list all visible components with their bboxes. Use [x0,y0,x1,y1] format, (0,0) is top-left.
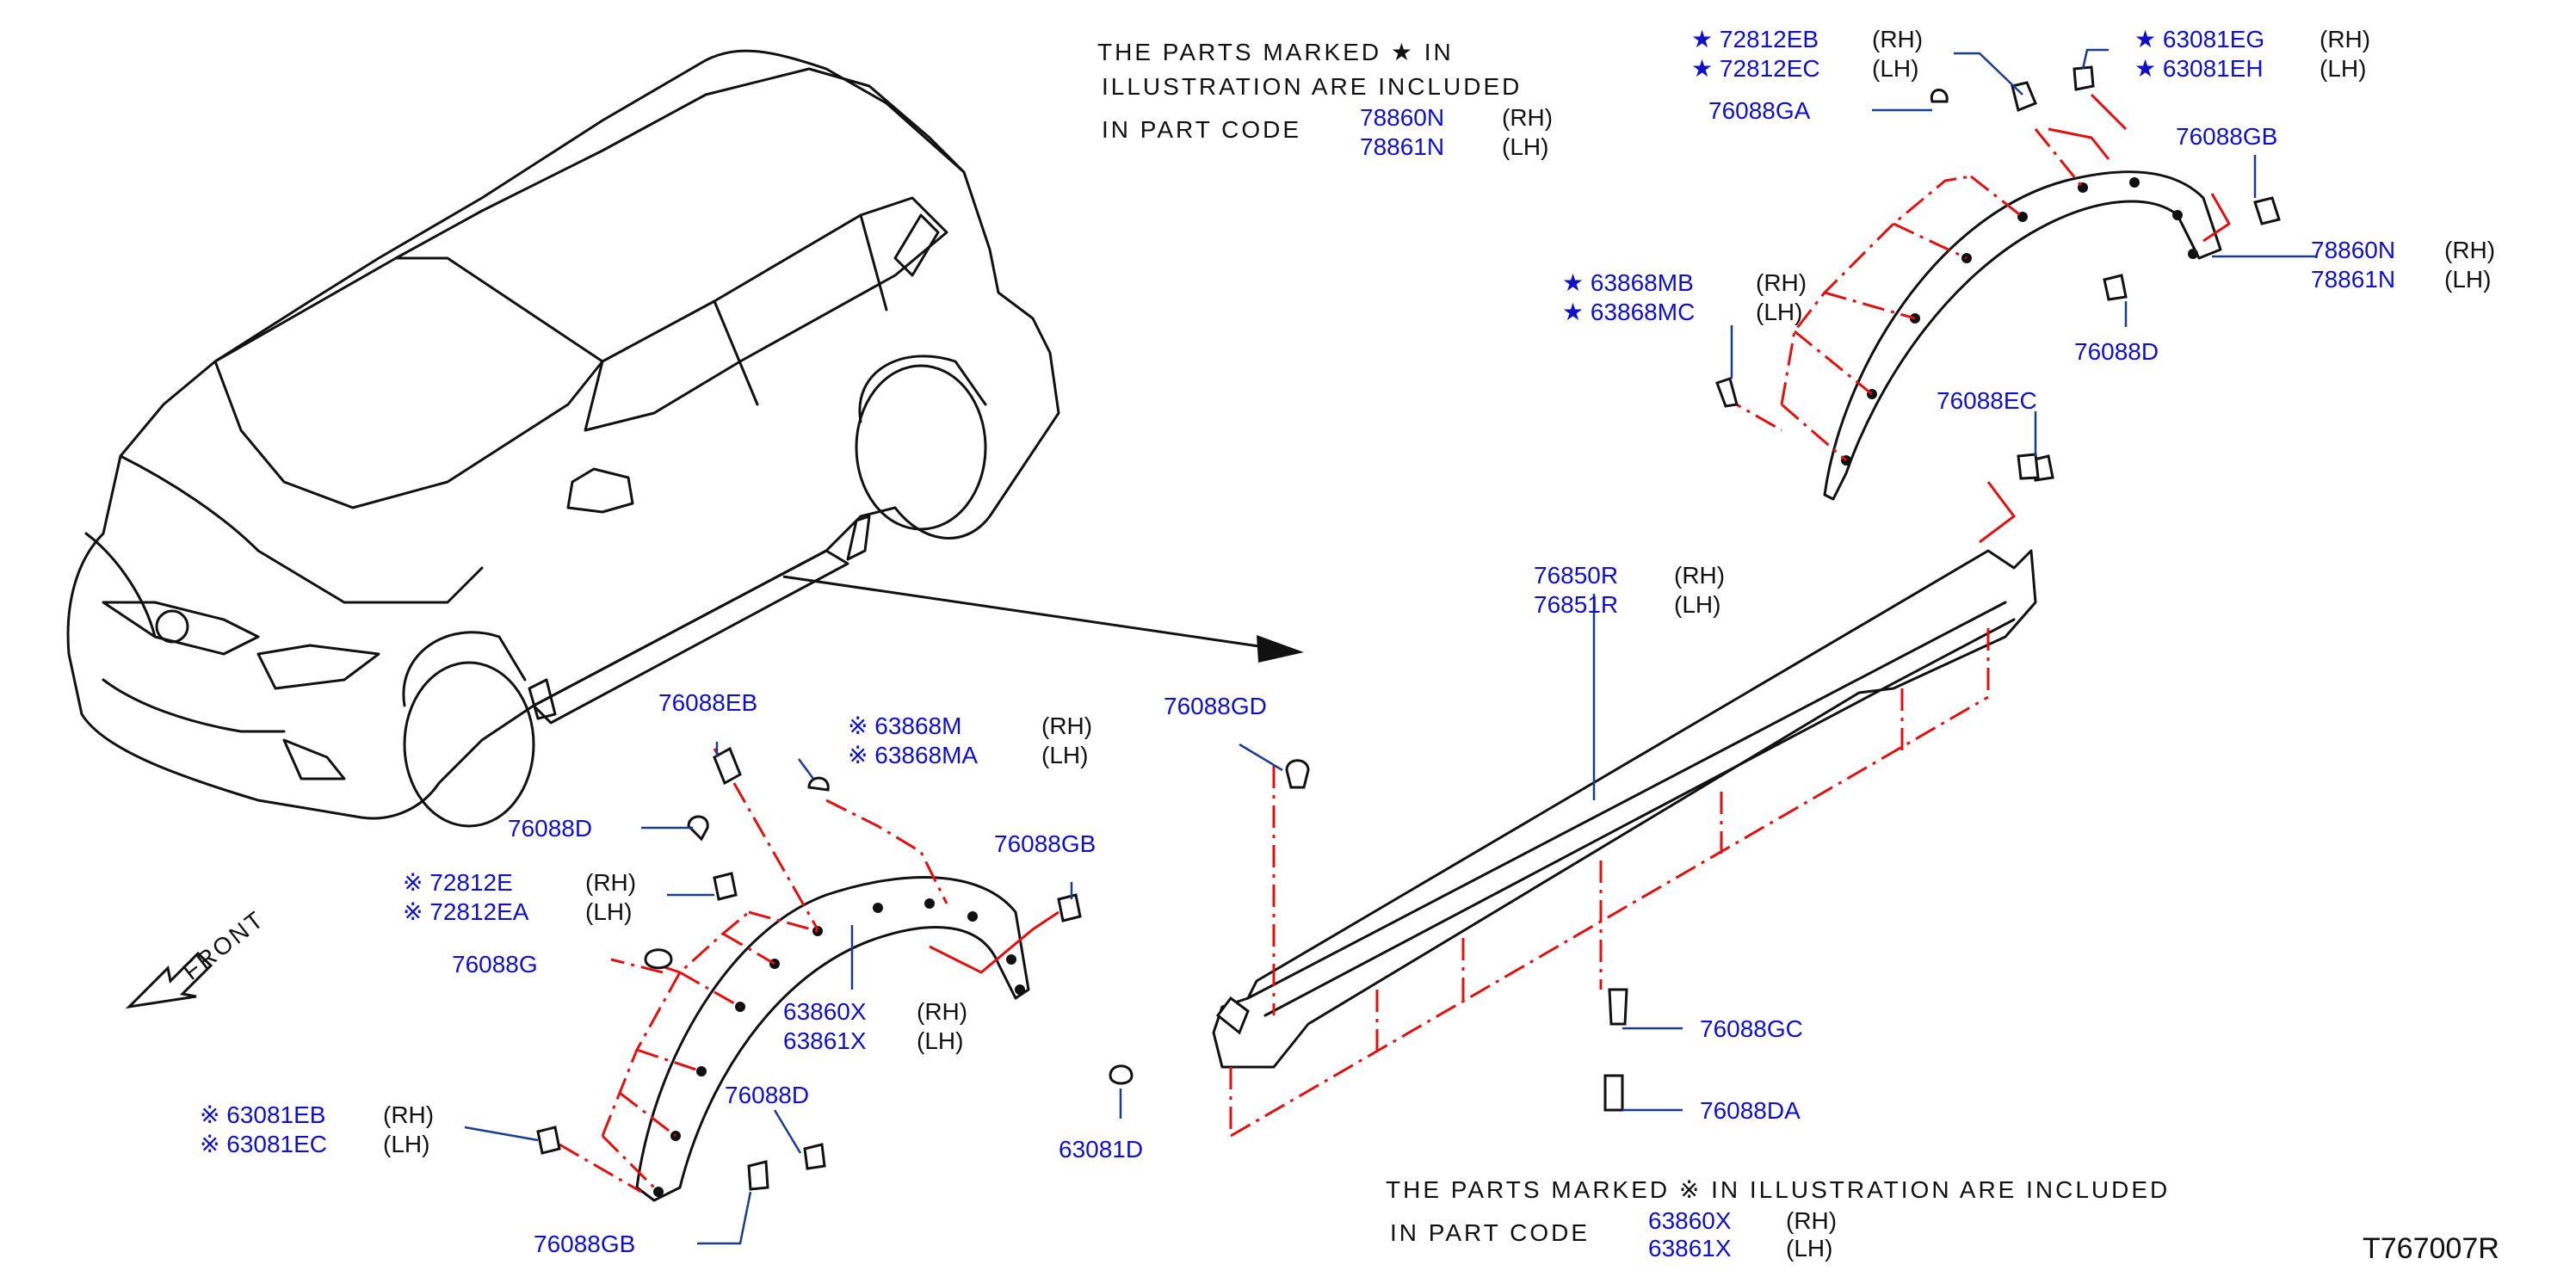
label-suffix: (RH) [2444,237,2495,263]
label-76088d-low: 76088D [725,1082,809,1108]
front-direction-indicator: FRONT [125,905,270,1009]
label-suffix: (LH) [1872,55,1918,82]
label-63081eb: ※ 63081EB [200,1101,325,1128]
label-63081ec: ※ 63081EC [200,1131,327,1157]
label-76088eb: 76088EB [658,689,757,716]
label-63868ma: ※ 63868MA [848,742,978,768]
label-suffix: (RH) [1872,26,1923,52]
label-suffix: (LH) [917,1027,963,1054]
label-72812ec: ★ 72812EC [1691,55,1820,82]
label-suffix: (RH) [383,1101,434,1128]
label-suffix: (RH) [585,869,636,896]
label-76088da: 76088DA [1700,1097,1801,1124]
leader-lines [464,48,2315,1245]
label-suffix: (LH) [1674,591,1720,618]
label-76088d-mid: 76088D [508,815,592,842]
star-note-code-rh: 78860N [1360,104,1444,131]
assembly-arrow [782,575,1304,663]
label-78861n: 78861N [2311,266,2395,293]
kome-note-line2: IN PART CODE [1390,1219,1590,1246]
label-63861x: 63861X [783,1027,867,1054]
part-labels: ★ 72812EB (RH) ★ 72812EC (LH) ★ 63081EG … [200,26,2495,1257]
label-63081d: 63081D [1059,1136,1143,1163]
label-63868mb: ★ 63868MB [1562,269,1694,296]
label-72812ea: ※ 72812EA [403,898,529,925]
label-suffix: (RH) [1041,713,1092,739]
label-72812eb: ★ 72812EB [1691,26,1819,52]
label-suffix: (LH) [383,1131,429,1157]
label-suffix: (LH) [1041,742,1088,768]
label-76088ga: 76088GA [1708,97,1811,124]
label-suffix: (RH) [2320,26,2370,52]
label-76088gd: 76088GD [1164,693,1267,719]
label-63081eg: ★ 63081EG [2134,26,2264,52]
label-63868mc: ★ 63868MC [1562,299,1695,325]
star-note-code-lh: 78861N [1360,133,1444,160]
label-suffix: (RH) [1674,562,1725,589]
label-76088gb-low: 76088GB [534,1231,635,1257]
kome-note-line1: THE PARTS MARKED ※ IN ILLUSTRATION ARE I… [1386,1176,2170,1203]
label-suffix: (LH) [2444,266,2491,293]
vehicle-illustration [66,49,1060,828]
star-note-line3: IN PART CODE [1102,116,1301,143]
label-76850r: 76850R [1534,562,1618,589]
label-suffix: (LH) [585,898,632,925]
kome-note-code-lh: 63861X [1648,1235,1732,1262]
label-63868m: ※ 63868M [848,713,961,739]
label-76088gb-top: 76088GB [2176,123,2277,150]
label-76088d-top: 76088D [2074,338,2159,365]
label-suffix: (RH) [1756,269,1807,296]
label-63860x: 63860X [783,998,867,1025]
label-suffix: (LH) [1756,299,1802,325]
diagram-id: T767007R [2363,1232,2499,1265]
kome-note-rh: (RH) [1786,1207,1837,1234]
front-wheel-arch-moulding [536,746,1082,1202]
label-72812e: ※ 72812E [403,869,513,896]
kome-note-code-rh: 63860X [1648,1207,1732,1234]
label-76088g: 76088G [452,951,538,978]
star-note: THE PARTS MARKED ★ IN ILLUSTRATION ARE I… [1097,39,1553,160]
label-76088ec: 76088EC [1937,387,2037,414]
star-note-line1: THE PARTS MARKED ★ IN [1097,39,1454,65]
label-78860n: 78860N [2311,237,2395,263]
label-suffix: (RH) [917,998,967,1025]
label-76851r: 76851R [1534,591,1618,618]
label-76088gc: 76088GC [1700,1015,1803,1042]
label-76088gb-mid: 76088GB [994,830,1096,857]
kome-note-lh: (LH) [1786,1235,1832,1262]
front-label: FRONT [178,905,270,985]
kome-note: THE PARTS MARKED ※ IN ILLUSTRATION ARE I… [1386,1176,2170,1262]
star-note-lh: (LH) [1502,133,1548,160]
label-suffix: (LH) [2320,55,2366,82]
rear-wheel-arch-moulding [1715,65,2281,501]
label-63081eh: ★ 63081EH [2134,55,2264,82]
side-sill-protector [1109,453,2040,1138]
star-note-line2: ILLUSTRATION ARE INCLUDED [1102,73,1522,100]
star-note-rh: (RH) [1502,104,1553,131]
